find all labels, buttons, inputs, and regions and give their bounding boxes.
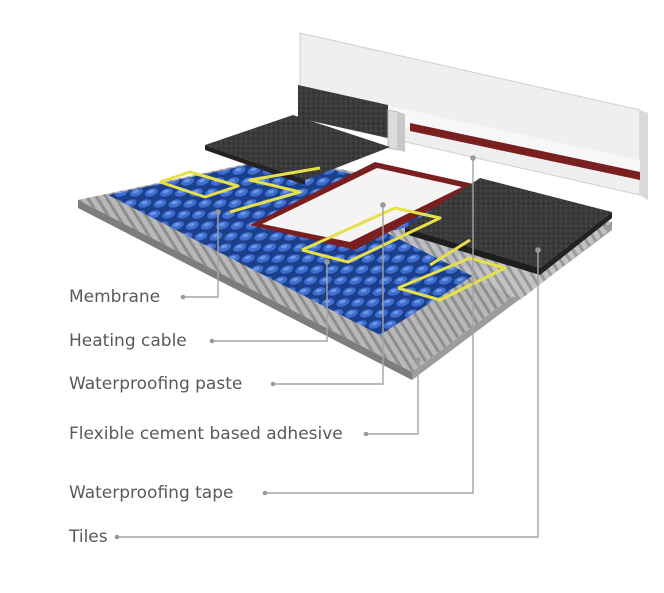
label-waterproofing-tape: Waterproofing tape [69,483,234,503]
leader-lines [117,158,539,538]
wall [298,32,648,200]
wall-tape-band [410,123,640,180]
label-membrane: Membrane [69,287,161,307]
leader-membrane [183,212,219,298]
heating-cable-runs [159,166,507,302]
leader-waterproofing-paste [273,205,384,385]
waterproofing-tape-frame [250,162,478,250]
label-heating-cable: Heating cable [69,331,187,351]
leader-tiles [117,250,539,538]
leader-waterproofing-tape [265,158,474,494]
label-flexible-cement-adhesive: Flexible cement based adhesive [69,424,343,444]
leader-flexible-adhesive [366,360,419,435]
leader-heating-cable [212,262,328,342]
label-tiles: Tiles [69,527,108,547]
label-waterproofing-paste: Waterproofing paste [69,374,243,394]
leader-dots [114,155,541,540]
